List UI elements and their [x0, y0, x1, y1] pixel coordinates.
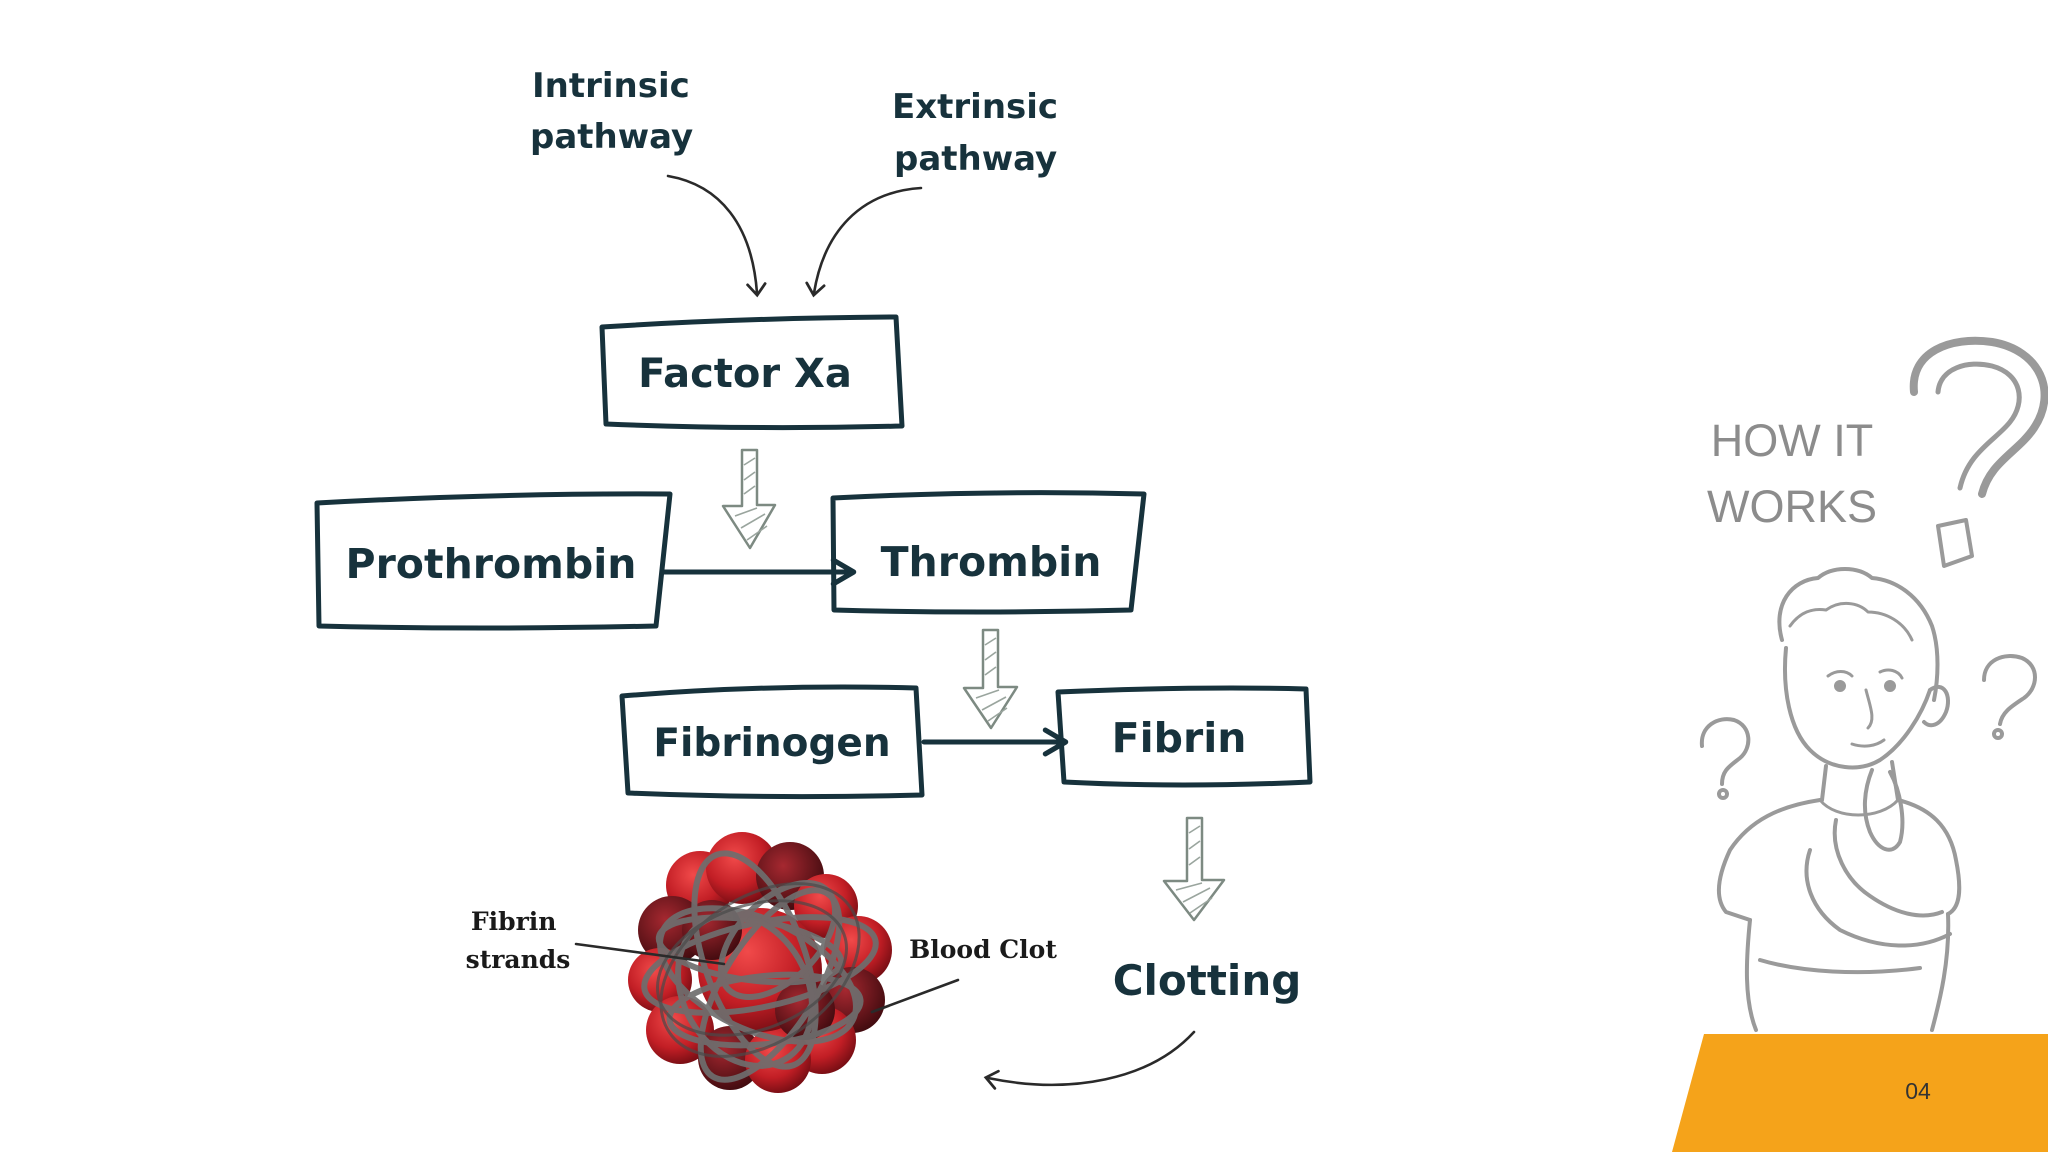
fibrin-label: Fibrin: [1112, 714, 1247, 762]
factor-xa-label: Factor Xa: [638, 351, 852, 397]
down-arrow-fibrin-to-clotting: [1162, 816, 1226, 922]
extrinsic-line-2: pathway: [894, 139, 1057, 179]
extrinsic-line-1: Extrinsic: [892, 87, 1058, 127]
intrinsic-pathway-label: Intrinsic pathway: [530, 66, 702, 157]
clotting-to-clot-arrow: [983, 1030, 1196, 1090]
down-arrow-thrombin-to-fibrin: [962, 628, 1019, 730]
intrinsic-arrow: [666, 174, 767, 298]
fibrin-strands-line-1: Fibrin: [471, 907, 557, 936]
how-it-works-title: HOW IT WORKS: [1692, 408, 1892, 540]
thrombin-box: [830, 490, 1147, 615]
extrinsic-arrow: [805, 186, 923, 298]
blood-clot-label: Blood Clot: [909, 935, 1057, 964]
thinking-person-illustration: [1699, 336, 2048, 1032]
fibrinogen-box: [619, 684, 925, 800]
fibrin-box: [1055, 685, 1313, 788]
thrombin-label: Thrombin: [881, 538, 1102, 586]
fibrin-strands-pointer: [574, 942, 726, 966]
down-arrow-factor-to-thrombin: [721, 448, 777, 550]
fibrin-strands-line-2: strands: [466, 945, 571, 974]
prothrombin-label: Prothrombin: [346, 540, 637, 588]
factor-xa-box: [599, 314, 905, 431]
clotting-label: Clotting: [1113, 956, 1302, 1005]
page-number: 04: [1905, 1078, 1931, 1104]
blood-clot-illustration: [628, 832, 892, 1093]
intrinsic-line-1: Intrinsic: [532, 66, 690, 106]
intrinsic-line-2: pathway: [530, 117, 693, 157]
extrinsic-pathway-label: Extrinsic pathway: [892, 87, 1070, 179]
title-line-2: WORKS: [1706, 481, 1877, 532]
fibrinogen-label: Fibrinogen: [653, 721, 890, 766]
prothrombin-box: [314, 491, 673, 631]
title-line-1: HOW IT: [1710, 415, 1874, 466]
blood-clot-pointer: [870, 978, 960, 1014]
fibrin-strands-label: Fibrin strands: [466, 907, 571, 974]
